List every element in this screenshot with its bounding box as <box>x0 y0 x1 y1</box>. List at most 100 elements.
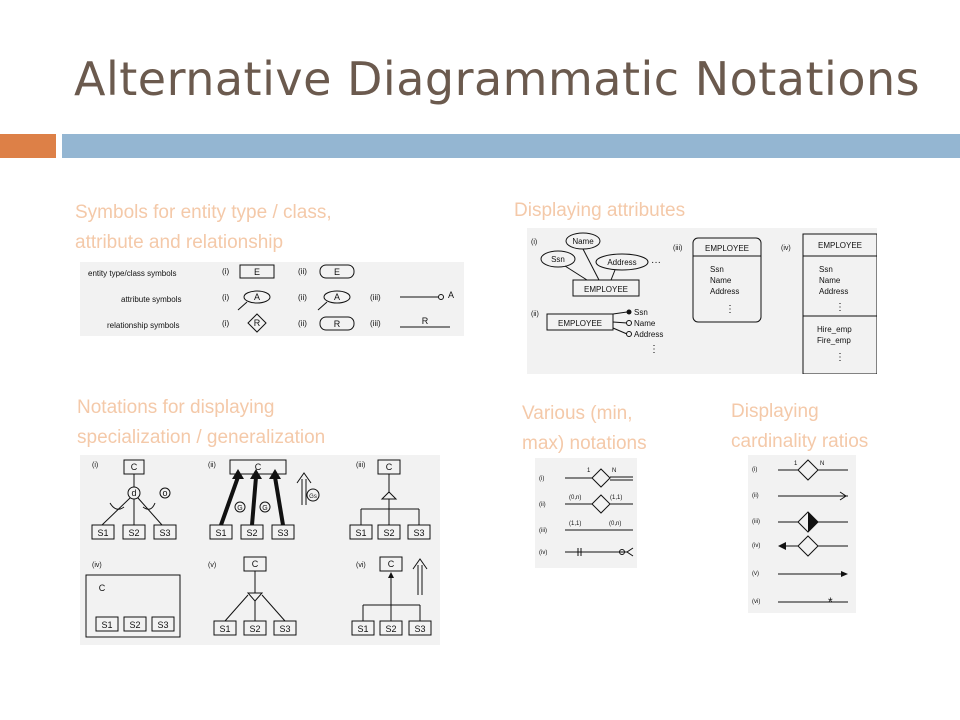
star-symbol: * <box>828 595 833 609</box>
entity-rect-symbol <box>239 264 275 279</box>
figure-attributes: (i) (ii) (iii) (iv) Name Ssn Address ···… <box>527 228 878 375</box>
vertical-dots: ⋮ <box>725 304 735 315</box>
relationship-letter: R <box>254 318 261 328</box>
entity-letter: E <box>334 267 340 277</box>
subclass-box <box>408 620 432 636</box>
overlap-circle <box>159 487 171 499</box>
vertical-dots: ⋮ <box>835 302 845 313</box>
relationship-diamond <box>591 494 611 514</box>
marker: (ii) <box>298 267 307 276</box>
figure-symbols: entity type/class symbols attribute symb… <box>80 262 464 336</box>
entity-rounded-symbol <box>319 264 355 279</box>
subclass-label: S3 <box>279 624 290 634</box>
class-letter: C <box>255 462 262 472</box>
superclass-container <box>85 574 181 638</box>
attr-text: Ssn <box>710 265 724 274</box>
class-letter: C <box>388 559 395 569</box>
marker: (ii) <box>531 311 539 318</box>
attr-text: Name <box>572 237 594 246</box>
subclass-box <box>213 620 237 636</box>
attribute-letter: A <box>254 292 260 302</box>
ellipsis: ··· <box>651 257 661 268</box>
entity-text: EMPLOYEE <box>584 285 628 294</box>
gs-letter: Gs <box>309 494 317 500</box>
marker: (vi) <box>356 562 366 569</box>
marker: (iv) <box>539 550 547 556</box>
figure-cardinality-svg: (i) (ii) (iii) (iv) (v) (vi) 1 N * <box>752 459 848 609</box>
subclass-box <box>349 524 373 540</box>
accent-bar-blue <box>62 134 960 158</box>
vertical-dots: ⋮ <box>649 344 659 355</box>
marker: (ii) <box>752 493 759 499</box>
relationship-rounded-symbol <box>319 316 355 331</box>
attribute-ellipse-symbol <box>243 290 271 304</box>
class-letter: C <box>99 583 106 593</box>
cardinality-text: 1 <box>794 461 798 467</box>
attribute-circle-symbol <box>438 294 444 300</box>
subclass-box <box>273 620 297 636</box>
row-label: entity type/class symbols <box>88 269 176 278</box>
marker: (iv) <box>752 543 760 549</box>
marker: (ii) <box>539 502 546 508</box>
figure-attributes-svg: (i) (ii) (iii) (iv) Name Ssn Address ···… <box>531 232 878 375</box>
caption-line: Displaying <box>731 401 819 422</box>
relationship-letter: R <box>334 319 341 329</box>
marker: (vi) <box>752 599 760 605</box>
subclass-label: S2 <box>246 528 257 538</box>
caption-line: specialization / generalization <box>77 427 326 448</box>
cardinality-text: 1 <box>587 468 591 474</box>
subclass-label: S2 <box>383 528 394 538</box>
marker: (iv) <box>781 245 791 252</box>
attr-text: Address <box>819 287 848 296</box>
operation-text: Fire_emp <box>817 336 851 345</box>
class-letter: C <box>131 462 138 472</box>
marker: (i) <box>222 293 229 302</box>
class-letter: C <box>252 559 259 569</box>
subclass-label: S1 <box>357 624 368 634</box>
marker: (ii) <box>298 293 307 302</box>
caption-line: attribute and relationship <box>75 232 284 253</box>
caption-specialization: Notations for displaying specialization … <box>77 393 325 453</box>
caption-line: max) notations <box>522 433 647 454</box>
subclass-label: S1 <box>215 528 226 538</box>
entity-text: EMPLOYEE <box>558 319 602 328</box>
subclass-label: S2 <box>385 624 396 634</box>
attribute-letter: A <box>334 292 340 302</box>
marker: (i) <box>222 319 229 328</box>
cardinality-text: N <box>612 468 616 474</box>
subclass-label: S3 <box>414 624 425 634</box>
entity-box-rounded <box>692 237 762 323</box>
minmax-text: (1,1) <box>610 495 622 501</box>
subclass-box <box>153 524 177 540</box>
g-letter: G <box>237 505 242 512</box>
caption-line: Notations for displaying <box>77 397 275 418</box>
subclass-label: S1 <box>355 528 366 538</box>
slide-title: Alternative Diagrammatic Notations <box>74 52 921 106</box>
caption-line: cardinality ratios <box>731 431 869 452</box>
figure-specialization-svg: (i) (ii) (iii) (iv) (v) (vi) <box>85 459 432 638</box>
caption-line: Displaying attributes <box>514 200 686 221</box>
attr-text: Ssn <box>634 308 648 317</box>
subclass-label: S1 <box>219 624 230 634</box>
row-label: relationship symbols <box>107 321 179 330</box>
row-label: attribute symbols <box>121 295 181 304</box>
marker: (i) <box>531 239 537 246</box>
relationship-letter: R <box>422 316 429 326</box>
marker: (ii) <box>298 319 307 328</box>
subclass-box <box>123 616 147 632</box>
overlap-letter: o <box>162 488 167 498</box>
marker: (iii) <box>370 319 381 328</box>
marker: (iii) <box>370 293 381 302</box>
marker: (v) <box>208 562 216 569</box>
marker: (i) <box>92 462 98 469</box>
caption-line: Various (min, <box>522 403 633 424</box>
disjoint-letter: d <box>131 488 136 498</box>
marker: (iii) <box>673 245 682 252</box>
caption-line: Symbols for entity type / class, <box>75 202 332 223</box>
attr-text: Ssn <box>819 265 833 274</box>
relationship-diamond <box>797 459 819 481</box>
attr-text: Address <box>607 258 636 267</box>
figure-minmax-svg: (i) (ii) (iii) (iv) 1 N (0,n) (1,1) (1,1… <box>539 468 634 557</box>
attr-text: Address <box>634 330 663 339</box>
marker: (iii) <box>752 519 760 525</box>
